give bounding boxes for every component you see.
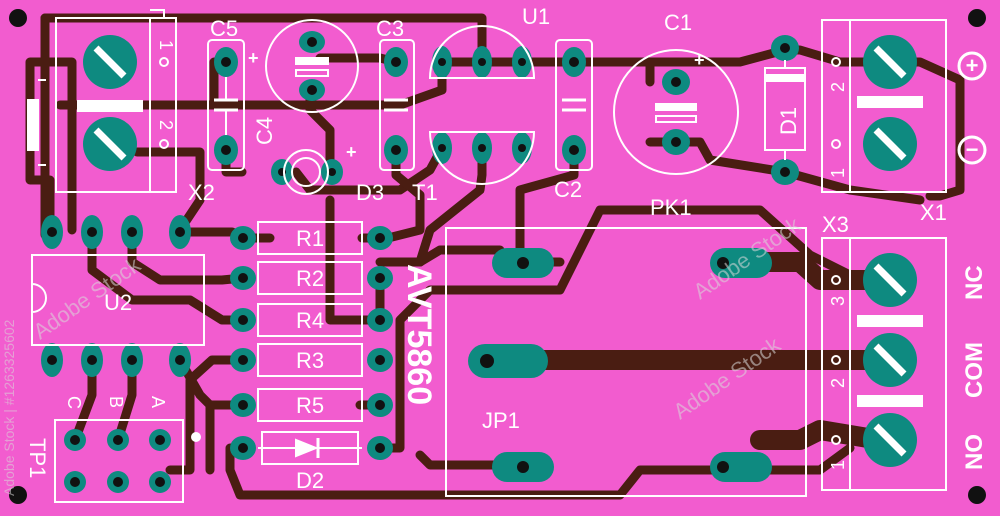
c3-label: C3 (376, 16, 404, 41)
tp1-label: TP1 (25, 438, 50, 478)
tp1-a-label: A (148, 396, 168, 408)
x2-label: X2 (188, 180, 215, 205)
x1-pin2-number: 2 (828, 82, 848, 92)
c1-polarity: + (694, 50, 705, 70)
d3-polarity: + (346, 142, 357, 162)
tp1-c-label: C (64, 396, 84, 409)
x3-pin3-number: 3 (828, 296, 848, 306)
x1-pin1-number: 1 (828, 168, 848, 178)
x3-label: X3 (822, 212, 849, 237)
minus-symbol: − (966, 137, 979, 162)
c5-polarity: + (248, 48, 259, 68)
plus-symbol: + (966, 53, 979, 78)
t1-label: T1 (412, 180, 438, 205)
r1-label: R1 (296, 226, 324, 251)
pk1-label: PK1 (650, 195, 692, 220)
x1-label: X1 (920, 200, 947, 225)
d1-label: D1 (776, 107, 801, 135)
r2-label: R2 (296, 266, 324, 291)
silkscreen (27, 9, 947, 503)
jp1-label: JP1 (482, 408, 520, 433)
no-label: NO (961, 434, 988, 470)
power-terminal-marks: + − (957, 51, 987, 165)
c5-label: C5 (210, 16, 238, 41)
x3-pin2-number: 2 (828, 378, 848, 388)
com-label: COM (961, 342, 988, 398)
c4-label: C4 (252, 117, 277, 145)
u1-label: U1 (522, 4, 550, 29)
tp1-b-label: B (106, 396, 126, 408)
x2-outline (55, 17, 177, 193)
drill-holes (47, 37, 790, 487)
board-id-label: AVT5860 (400, 264, 438, 405)
c2-label: C2 (554, 177, 582, 202)
r4-label: R4 (296, 308, 324, 333)
u2-label: U2 (104, 290, 132, 315)
watermark-side: Adobe Stock | #1263325602 (1, 319, 17, 496)
r3-label: R3 (296, 348, 324, 373)
x2-pin1-number: 1 (156, 40, 176, 50)
d3-label: D3 (356, 180, 384, 205)
mounting-holes (9, 9, 986, 504)
nc-label: NC (961, 265, 988, 300)
x2-pin2-number: 2 (156, 120, 176, 130)
d2-label: D2 (296, 468, 324, 493)
screw-slots (93, 45, 907, 457)
x3-pin1-number: 1 (828, 460, 848, 470)
r5-label: R5 (296, 393, 324, 418)
c1-label: C1 (664, 10, 692, 35)
pin-markers (159, 57, 841, 445)
